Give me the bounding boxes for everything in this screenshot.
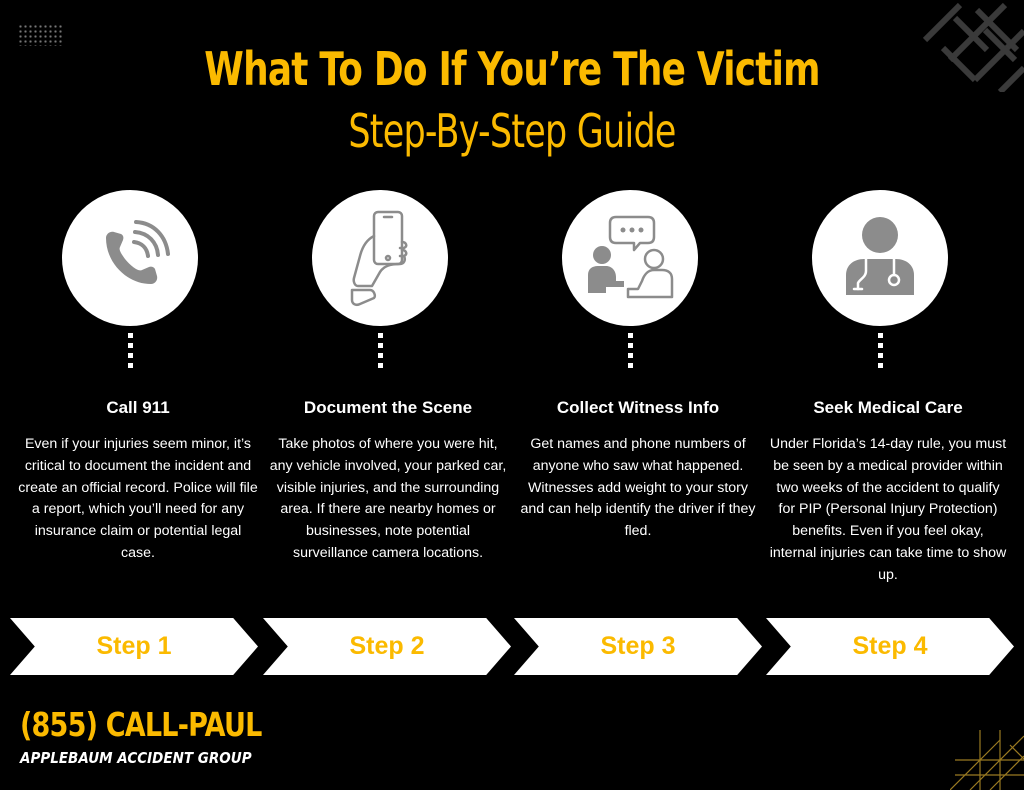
footer-phone-number: (855) CALL-PAUL <box>20 705 262 744</box>
page-subtitle: Step-By-Step Guide <box>348 104 676 158</box>
step-1-arrow: Step 1 <box>10 618 258 675</box>
grid-pattern-top-right <box>922 2 1024 92</box>
step-2-label: Step 2 <box>349 632 425 660</box>
phone-call-icon <box>106 220 170 284</box>
step-3-icon-circle <box>562 190 698 326</box>
hand-holding-phone-icon <box>350 210 408 307</box>
step-3-title: Collect Witness Info <box>556 398 720 417</box>
step-4-icon-circle <box>812 190 948 326</box>
page-title: What To Do If You’re The Victim <box>204 42 820 96</box>
step-1-label: Step 1 <box>96 632 172 660</box>
step-4-title: Seek Medical Care <box>813 398 963 417</box>
step-1-icon-circle <box>62 190 198 326</box>
step-3-label: Step 3 <box>600 632 676 660</box>
step-1-connector <box>128 333 133 373</box>
step-4-arrow: Step 4 <box>766 618 1014 675</box>
step-3-arrow: Step 3 <box>514 618 762 675</box>
step-4-description: Under Florida’s 14-day rule, you must be… <box>769 436 1007 583</box>
doctor-icon <box>846 217 914 295</box>
step-2-description: Take photos of where you were hit, any v… <box>269 436 507 561</box>
step-1-title: Call 911 <box>106 398 170 417</box>
step-2-arrow: Step 2 <box>263 618 511 675</box>
dot-pattern <box>18 24 64 46</box>
step-4-label: Step 4 <box>852 632 928 660</box>
step-1-description: Even if your injuries seem minor, it’s c… <box>18 436 258 561</box>
step-2-title: Document the Scene <box>303 398 473 417</box>
step-3-description: Get names and phone numbers of anyone wh… <box>520 436 756 540</box>
step-2-connector <box>378 333 383 373</box>
step-4-connector <box>878 333 883 373</box>
people-talking-icon <box>588 215 674 299</box>
step-2-icon-circle <box>312 190 448 326</box>
step-3-connector <box>628 333 633 373</box>
footer-company-name: APPLEBAUM ACCIDENT GROUP <box>20 749 252 767</box>
grid-pattern-bottom-right <box>950 730 1024 790</box>
